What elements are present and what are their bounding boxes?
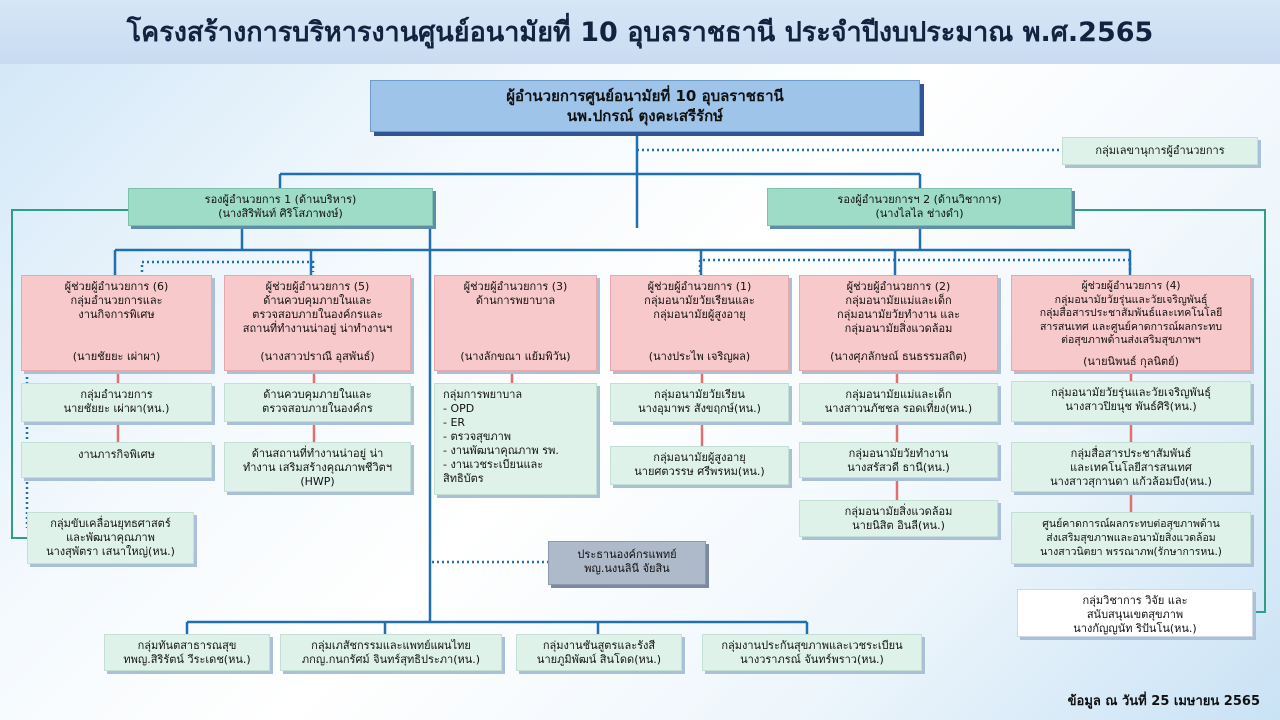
strategy-group-box: กลุ่มขับเคลื่อนยุทธศาสตร์ และพัฒนาคุณภาพ… <box>27 512 194 564</box>
assistant-6-box: ผู้ช่วยผู้อำนวยการ (6) กลุ่มอำนวยการและ … <box>21 275 212 371</box>
deputy-1-box: รองผู้อำนวยการ 1 (ด้านบริหาร) (นางสิริพั… <box>128 188 433 226</box>
internal-control-box: ด้านควบคุมภายในและ ตรวจสอบภายในองค์กร <box>224 383 411 422</box>
communication-it-group-box: กลุ่มสื่อสารประชาสัมพันธ์ และเทคโนโลยีสา… <box>1011 442 1251 492</box>
director-box: ผู้อำนวยการศูนย์อนามัยที่ 10 อุบลราชธานี… <box>370 80 920 132</box>
working-age-group-box: กลุ่มอนามัยวัยทำงาน นางสรัสวดี ธานี(หน.) <box>799 442 998 478</box>
secretary-group-box: กลุ่มเลขานุการผู้อำนวยการ <box>1062 137 1258 165</box>
director-name: นพ.ปกรณ์ ตุงคะเสรีรักษ์ <box>566 107 724 125</box>
dental-group-box: กลุ่มทันตสาธารณสุข ทพญ.สิริรัตน์ วีระเดช… <box>104 634 270 671</box>
pharmacy-group-box: กลุ่มเภสัชกรรมและแพทย์แผนไทย ภกญ.กนกรัศม… <box>280 634 502 671</box>
data-date-note: ข้อมูล ณ วันที่ 25 เมษายน 2565 <box>1067 694 1260 709</box>
title-bar <box>0 0 1280 64</box>
assistant-1-box: ผู้ช่วยผู้อำนวยการ (1) กลุ่มอนามัยวัยเรี… <box>610 275 789 371</box>
assistant-4-box: ผู้ช่วยผู้อำนวยการ (4) กลุ่มอนามัยวัยรุ่… <box>1011 275 1251 371</box>
assistant-2-box: ผู้ช่วยผู้อำนวยการ (2) กลุ่มอนามัยแม่และ… <box>799 275 998 371</box>
hwp-box: ด้านสถานที่ทำงานน่าอยู่ น่า ทำงาน เสริมส… <box>224 442 411 492</box>
deputy-2-box: รองผู้อำนวยการฯ 2 (ด้านวิชาการ) (นางไลไล… <box>767 188 1072 226</box>
special-mission-box: งานภารกิจพิเศษ <box>21 442 212 478</box>
environment-group-box: กลุ่มอนามัยสิ่งแวดล้อม นายนิสิต อินลี(หน… <box>799 500 998 537</box>
academic-group-box: กลุ่มวิชาการ วิจัย และ สนับสนุนเขตสุขภาพ… <box>1017 589 1253 637</box>
elderly-group-box: กลุ่มอนามัยผู้สูงอายุ นายศตวรรษ ศรีพรหม(… <box>610 446 789 485</box>
adolescent-group-box: กลุ่มอนามัยวัยรุ่นและวัยเจริญพันธุ์ นางส… <box>1011 381 1251 422</box>
health-impact-center-box: ศูนย์คาดการณ์ผลกระทบต่อสุขภาพด้าน ส่งเสร… <box>1011 512 1251 564</box>
mother-child-group-box: กลุ่มอนามัยแม่และเด็ก นางสาวนภัชชล รอดเท… <box>799 383 998 422</box>
director-title: ผู้อำนวยการศูนย์อนามัยที่ 10 อุบลราชธานี <box>506 87 784 105</box>
school-age-group-box: กลุ่มอนามัยวัยเรียน นางอุมาพร สังขฤกษ์(ห… <box>610 383 789 422</box>
nursing-group-box: กลุ่มการพยาบาล - OPD - ER - ตรวจสุขภาพ -… <box>434 383 597 495</box>
page-title: โครงสร้างการบริหารงานศูนย์อนามัยที่ 10 อ… <box>126 17 1154 48</box>
lab-radiology-group-box: กลุ่มงานชันสูตรและรังสี นายภูมิพัฒน์ สิน… <box>516 634 682 671</box>
medical-org-box: ประธานองค์กรแพทย์ พญ.นงนลินี จัยสิน <box>548 541 706 585</box>
admin-group-box: กลุ่มอำนวยการ นายชัยยะ เผ่าผา(หน.) <box>21 383 212 422</box>
assistant-5-box: ผู้ช่วยผู้อำนวยการ (5) ด้านควบคุมภายในแล… <box>224 275 411 371</box>
insurance-records-group-box: กลุ่มงานประกันสุขภาพและเวชระเบียน นางวรา… <box>702 634 922 671</box>
assistant-3-box: ผู้ช่วยผู้อำนวยการ (3) ด้านการพยาบาล (นา… <box>434 275 597 371</box>
